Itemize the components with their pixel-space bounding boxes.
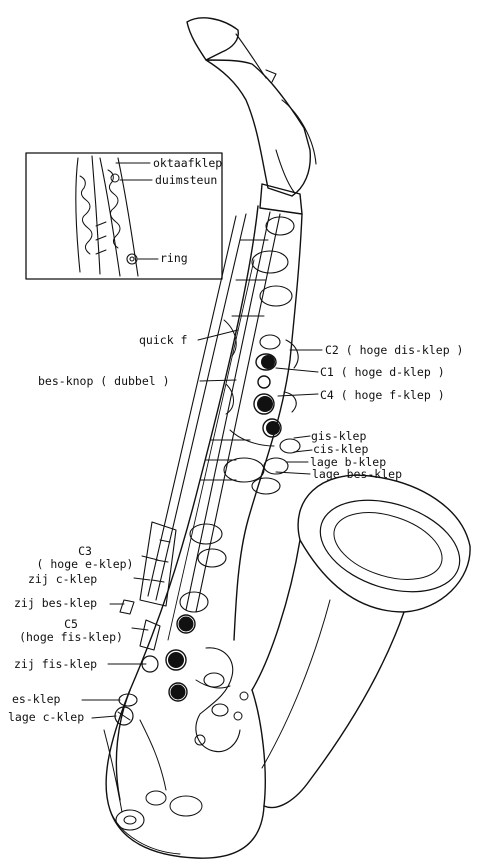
label-c5: C5 (hoge fis-klep)	[12, 618, 130, 644]
label-c3-line1: C3	[78, 544, 92, 558]
label-thumb-rest: duimsteun	[155, 173, 218, 187]
label-quick-f: quick f	[139, 333, 188, 347]
saxophone-body	[105, 205, 471, 859]
label-c5-line2: (hoge fis-klep)	[19, 630, 123, 644]
label-octave-key: oktaafklep	[153, 156, 223, 170]
label-cis-key: cis-klep	[313, 442, 369, 456]
label-es-key: es-klep	[12, 692, 61, 706]
label-c1: C1 ( hoge d-klep )	[320, 365, 445, 379]
label-c5-line1: C5	[64, 617, 78, 631]
label-low-c-key: lage c-klep	[8, 710, 85, 724]
inset-detail	[25, 152, 223, 280]
label-c3: C3 ( hoge e-klep)	[28, 545, 142, 571]
upper-key-stack	[199, 216, 301, 495]
leader-lines	[81, 162, 323, 719]
saxophone-neck	[186, 17, 317, 215]
lower-key-stack	[103, 521, 249, 813]
label-c4: C4 ( hoge f-klep )	[320, 388, 445, 402]
label-gis-key: gis-klep	[311, 429, 367, 443]
label-c2: C2 ( hoge dis-klep )	[325, 343, 464, 357]
label-c3-line2: ( hoge e-klep)	[36, 557, 134, 571]
label-ring: ring	[160, 251, 188, 265]
label-low-b-key: lage b-klep	[310, 455, 387, 469]
label-side-c-key: zij c-klep	[28, 572, 98, 586]
label-low-bes-key: lage bes-klep	[312, 467, 403, 481]
label-side-bes-key: zij bes-klep	[14, 596, 98, 610]
label-side-fis-key: zij fis-klep	[14, 657, 98, 671]
label-bes-knop: bes-knop ( dubbel )	[38, 374, 170, 388]
